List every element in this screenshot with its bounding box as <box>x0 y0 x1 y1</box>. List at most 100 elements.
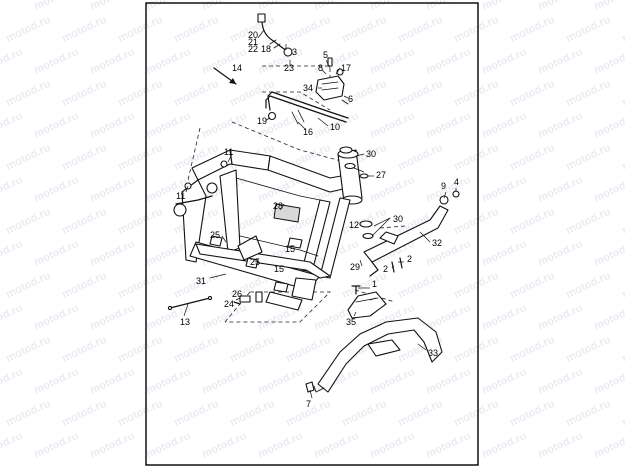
watermark-text: motod.ru <box>564 14 612 45</box>
watermark-text: motod.ru <box>396 14 444 45</box>
callout-15-lower: 15 <box>274 264 284 274</box>
watermark-text: motod.ru <box>312 0 360 13</box>
callout-8: 8 <box>318 63 323 73</box>
watermark-text: motod.ru <box>284 14 332 45</box>
watermark-text: motod.ru <box>536 46 584 77</box>
watermark-text: motod.ru <box>228 398 276 429</box>
watermark-text: motod.ru <box>592 430 625 461</box>
watermark-text: motod.ru <box>536 238 584 269</box>
watermark-text: motod.ru <box>0 366 24 397</box>
callout-1: 1 <box>372 279 377 289</box>
watermark-text: motod.ru <box>200 430 248 461</box>
watermark-text: motod.ru <box>480 366 528 397</box>
watermark-text: motod.ru <box>116 142 164 173</box>
watermark-text: motod.ru <box>32 110 80 141</box>
callout-labels: 20 21 22 18 3 23 5 8 17 34 6 14 10 16 19… <box>176 30 459 409</box>
watermark-text: motod.ru <box>620 398 625 429</box>
watermark-text: motod.ru <box>284 334 332 365</box>
callout-23: 23 <box>284 63 294 73</box>
watermark-text: motod.ru <box>4 78 52 109</box>
watermark-text: motod.ru <box>312 430 360 461</box>
watermark-text: motod.ru <box>60 270 108 301</box>
lower-bolts <box>233 257 403 305</box>
watermark-text: motod.ru <box>396 142 444 173</box>
callout-33: 33 <box>428 348 438 358</box>
watermark-text: motod.ru <box>368 110 416 141</box>
watermark-text: motod.ru <box>424 46 472 77</box>
watermark-text: motod.ru <box>564 78 612 109</box>
callout-3: 3 <box>292 47 297 57</box>
watermark-text: motod.ru <box>592 302 625 333</box>
watermark-text: motod.ru <box>60 206 108 237</box>
watermark-text: motod.ru <box>564 206 612 237</box>
head-bearing-parts <box>339 146 374 240</box>
callout-4: 4 <box>454 177 459 187</box>
watermark-text: motod.ru <box>508 78 556 109</box>
watermark-text: motod.ru <box>424 366 472 397</box>
watermark-text: motod.ru <box>172 334 220 365</box>
callout-6: 6 <box>348 94 353 104</box>
watermark-text: motod.ru <box>116 334 164 365</box>
callout-19: 19 <box>257 116 267 126</box>
watermark-text: motod.ru <box>0 46 24 77</box>
watermark-text: motod.ru <box>480 302 528 333</box>
watermark-text: motod.ru <box>536 366 584 397</box>
watermark-text: motod.ru <box>88 430 136 461</box>
watermark-text: motod.ru <box>424 430 472 461</box>
watermark-text: motod.ru <box>88 302 136 333</box>
callout-9: 9 <box>441 181 446 191</box>
watermark-text: motod.ru <box>144 110 192 141</box>
watermark-text: motod.ru <box>32 0 80 13</box>
watermark-text: motod.ru <box>60 78 108 109</box>
watermark-text: motod.ru <box>200 366 248 397</box>
callout-5: 5 <box>323 50 328 60</box>
watermark-text: motod.ru <box>0 430 24 461</box>
watermark-text: motod.ru <box>396 78 444 109</box>
watermark-text: motod.ru <box>452 14 500 45</box>
watermark-text: motod.ru <box>480 110 528 141</box>
watermark-text: motod.ru <box>172 398 220 429</box>
watermark-text: motod.ru <box>200 0 248 13</box>
watermark-text: motod.ru <box>340 14 388 45</box>
watermark-text: motod.ru <box>256 0 304 13</box>
watermark-text: motod.ru <box>508 142 556 173</box>
watermark-text: motod.ru <box>620 270 625 301</box>
watermark-text: motod.ru <box>0 0 24 13</box>
watermark-text: motod.ru <box>4 334 52 365</box>
watermark-text: motod.ru <box>32 174 80 205</box>
callout-20: 20 <box>248 30 258 40</box>
watermark-text: motod.ru <box>592 174 625 205</box>
assembly-guide-lines <box>187 65 406 323</box>
watermark-text: motod.ru <box>60 398 108 429</box>
watermark-text: motod.ru <box>620 206 625 237</box>
watermark-text: motod.ru <box>368 46 416 77</box>
watermark-text: motod.ru <box>564 334 612 365</box>
watermark-text: motod.ru <box>116 14 164 45</box>
callout-17: 17 <box>341 63 351 73</box>
watermark-text: motod.ru <box>480 46 528 77</box>
watermark-text: motod.ru <box>480 0 528 13</box>
watermark-text: motod.ru <box>88 366 136 397</box>
callout-13: 13 <box>180 317 190 327</box>
watermark-text: motod.ru <box>116 78 164 109</box>
watermark-text: motod.ru <box>620 78 625 109</box>
crash-bar <box>305 317 443 393</box>
callout-18: 18 <box>261 44 271 54</box>
watermark-text: motod.ru <box>4 206 52 237</box>
watermark-text: motod.ru <box>592 366 625 397</box>
watermark-text: motod.ru <box>256 366 304 397</box>
watermark-text: motod.ru <box>4 142 52 173</box>
callout-25-upper: 25 <box>210 230 220 240</box>
watermark-text: motod.ru <box>452 78 500 109</box>
watermark-text: motod.ru <box>564 142 612 173</box>
watermark-text: motod.ru <box>88 46 136 77</box>
callout-28: 28 <box>273 201 283 211</box>
leader-lines <box>183 29 457 399</box>
watermark-text: motod.ru <box>172 78 220 109</box>
callout-30-top: 30 <box>366 149 376 159</box>
watermark-text: motod.ru <box>116 398 164 429</box>
direction-arrow-icon <box>213 67 237 85</box>
watermark-text: motod.ru <box>424 0 472 13</box>
watermark-text: motod.ru <box>536 0 584 13</box>
watermark-text: motod.ru <box>116 270 164 301</box>
